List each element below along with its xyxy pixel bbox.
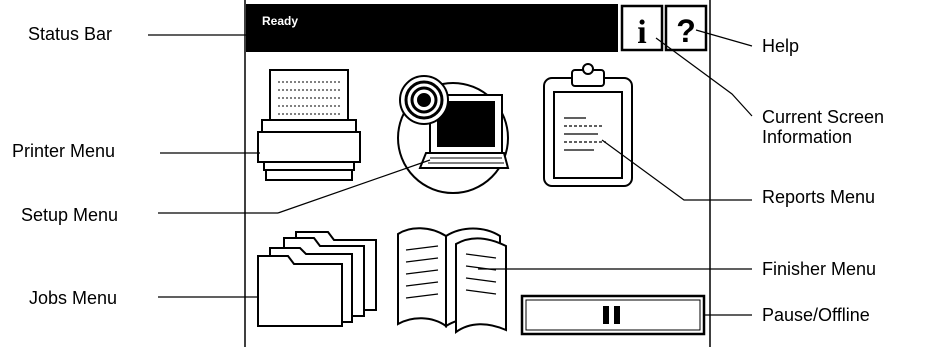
folders-icon[interactable] (258, 232, 376, 326)
callout-current-screen-info: Current Screen Information (762, 107, 922, 147)
printer-icon[interactable] (258, 70, 360, 180)
help-icon: ? (676, 13, 696, 49)
callout-status-bar: Status Bar (28, 24, 112, 44)
info-button[interactable]: i (622, 6, 662, 51)
callout-reports-menu: Reports Menu (762, 187, 875, 207)
status-text: Ready (262, 14, 298, 28)
callout-printer-menu: Printer Menu (12, 141, 115, 161)
pause-offline-button[interactable] (522, 296, 704, 334)
info-icon: i (637, 14, 646, 51)
callout-help: Help (762, 36, 799, 56)
callout-pause-offline: Pause/Offline (762, 305, 870, 325)
clipboard-report-icon[interactable] (544, 64, 632, 186)
callout-current-screen-info-text: Current Screen Information (762, 107, 884, 147)
help-button[interactable]: ? (666, 6, 706, 50)
callout-setup-menu: Setup Menu (21, 205, 118, 225)
callout-finisher-menu: Finisher Menu (762, 259, 876, 279)
callout-jobs-menu: Jobs Menu (29, 288, 117, 308)
setup-cd-computer-icon[interactable] (398, 76, 508, 193)
status-bar (246, 4, 618, 52)
open-book-icon[interactable] (398, 228, 506, 332)
